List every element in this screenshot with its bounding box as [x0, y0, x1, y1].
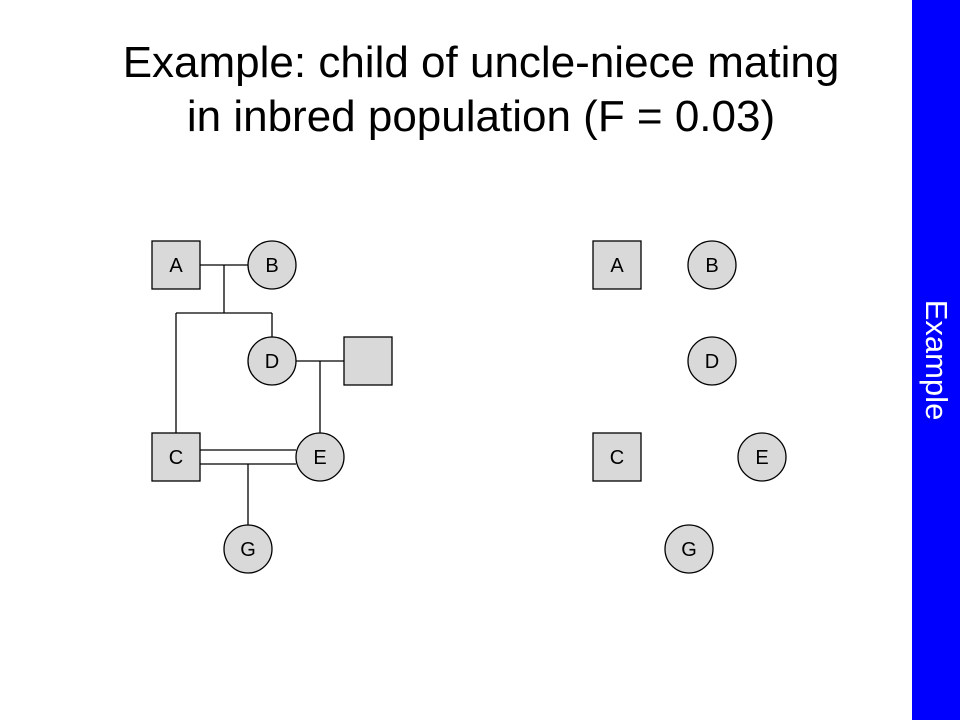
circle-symbol [687, 336, 737, 386]
left-node-b: B [247, 240, 297, 290]
circle-symbol [687, 240, 737, 290]
node-label: A [169, 255, 183, 277]
square-symbol [151, 432, 201, 482]
node-label: C [169, 447, 183, 469]
node-label: E [755, 447, 768, 469]
square-symbol [151, 240, 201, 290]
node-label: G [681, 539, 697, 561]
square-symbol [592, 432, 642, 482]
section-sidebar: Example [912, 0, 960, 720]
left-node-e: E [295, 432, 345, 482]
circle-symbol [223, 524, 273, 574]
sidebar-label: Example [919, 299, 954, 421]
circle-symbol [737, 432, 787, 482]
right-node-g: G [664, 524, 714, 574]
node-label: B [705, 255, 718, 277]
circle-symbol [664, 524, 714, 574]
right-node-c: C [592, 432, 642, 482]
pedigree-diagrams: A B D C E G A B D C E G [151, 240, 787, 574]
square-symbol [592, 240, 642, 290]
square-symbol [343, 336, 393, 386]
circle-symbol [247, 240, 297, 290]
slide-title-line-2: in inbred population (F = 0.03) [186, 92, 776, 141]
right-node-a: A [592, 240, 642, 290]
left-node-d: D [247, 336, 297, 386]
node-label: C [610, 447, 624, 469]
node-label: E [313, 447, 326, 469]
node-label: D [705, 351, 719, 373]
left-node-g: G [223, 524, 273, 574]
right-node-e: E [737, 432, 787, 482]
right-node-b: B [687, 240, 737, 290]
node-label: A [610, 255, 624, 277]
slide-title: Example: child of uncle-niece mating in … [0, 36, 960, 144]
node-label: D [265, 351, 279, 373]
circle-symbol [247, 336, 297, 386]
left-pedigree: A B D C E G [151, 240, 393, 574]
circle-symbol [295, 432, 345, 482]
node-label: B [265, 255, 278, 277]
left-node-a: A [151, 240, 201, 290]
right-node-d: D [687, 336, 737, 386]
right-pedigree: A B D C E G [592, 240, 787, 574]
left-node-spouse [343, 336, 393, 386]
node-label: G [240, 539, 256, 561]
slide-title-line-1: Example: child of uncle-niece mating [122, 38, 840, 87]
left-node-c: C [151, 432, 201, 482]
